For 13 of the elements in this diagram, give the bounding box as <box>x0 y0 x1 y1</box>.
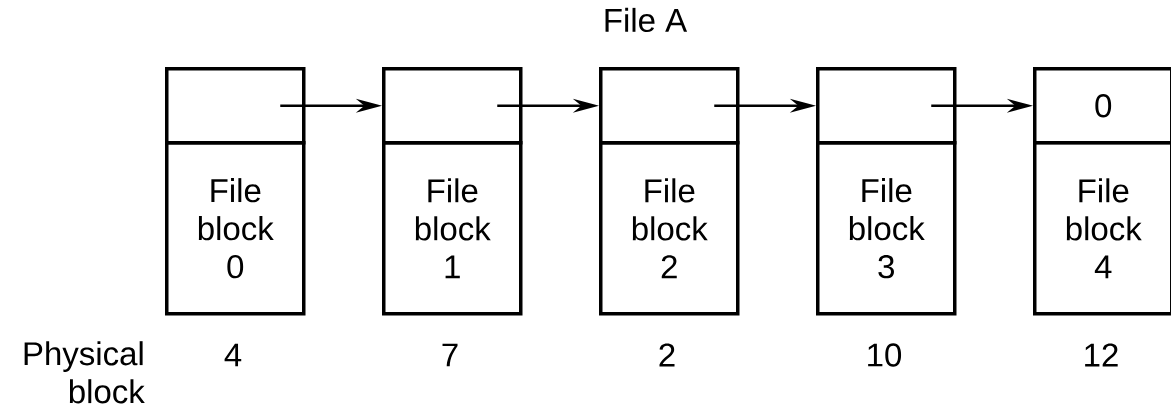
block-cell: File block 2 <box>599 141 740 316</box>
block-cell: File block 1 <box>382 141 523 316</box>
heading: File A <box>605 7 688 33</box>
row-label: Physical block <box>24 341 145 404</box>
block-number: 4 <box>224 343 242 367</box>
block-cell: File block 4 <box>1033 141 1171 316</box>
block-number: 10 <box>868 343 902 367</box>
block-cell: File block 3 <box>816 141 957 316</box>
block-cell: File block 0 <box>165 141 306 316</box>
block-number: 12 <box>1085 343 1118 367</box>
pointer-cell: 0 <box>1033 67 1171 145</box>
block-number: 2 <box>659 343 675 367</box>
block-number: 7 <box>442 343 458 367</box>
